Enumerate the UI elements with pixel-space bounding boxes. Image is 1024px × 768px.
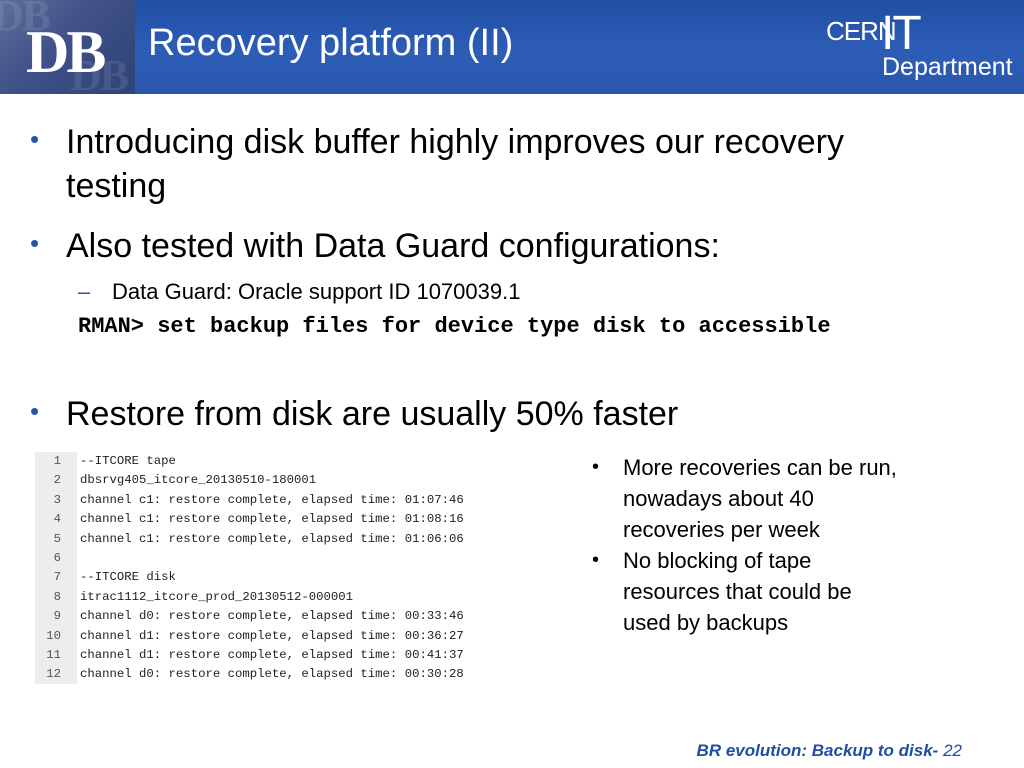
logo-watermark: DB — [70, 51, 129, 94]
rman-command: RMAN> set backup files for device type d… — [78, 314, 831, 339]
slide-title: Recovery platform (II) — [148, 22, 514, 64]
line-number: 6 — [53, 551, 61, 565]
bullet-restore-faster: Restore from disk are usually 50% faster — [66, 395, 679, 433]
it-logo-text: IT — [881, 7, 922, 60]
footer-text: BR evolution: Backup to disk- — [696, 741, 939, 760]
page-number: 22 — [943, 741, 962, 760]
bullet-marker: • — [592, 456, 600, 478]
db-logo-text: DB — [26, 19, 106, 85]
code-text: channel d0: restore complete, elapsed ti… — [80, 667, 464, 682]
bullet-disk-buffer: Introducing disk buffer highly improves … — [66, 120, 844, 208]
line-number: 7 — [53, 570, 61, 585]
slide-footer: BR evolution: Backup to disk- 22 — [640, 740, 962, 762]
code-text: channel c1: restore complete, elapsed ti… — [80, 512, 464, 527]
line-number: 5 — [53, 531, 61, 546]
cern-it-logo: CERN IT Department — [826, 8, 1020, 88]
code-text: channel c1: restore complete, elapsed ti… — [80, 531, 464, 546]
code-text: itrac1112_itcore_prod_20130512-000001 — [80, 589, 354, 604]
right-bullet-line: More recoveries can be run, — [623, 455, 897, 480]
code-line: 10 channel d1: restore complete, elapsed … — [35, 627, 555, 646]
code-line: 11 channel d1: restore complete, elapsed … — [35, 646, 555, 665]
line-number: 3 — [53, 492, 61, 507]
code-line: 3 channel c1: restore complete, elapsed t… — [35, 491, 555, 510]
bullet-marker: • — [592, 549, 600, 571]
code-line: 2 dbsrvg405_itcore_20130510-180001 — [35, 471, 555, 490]
bullet-marker: • — [30, 228, 40, 258]
right-bullet-line: resources that could be — [623, 579, 852, 604]
bullet-line: Introducing disk buffer highly improves … — [66, 123, 844, 161]
line-number: 10 — [46, 628, 61, 643]
line-number: 12 — [46, 667, 61, 682]
bullet-marker: • — [30, 124, 40, 154]
code-text: channel c1: restore complete, elapsed ti… — [80, 492, 464, 507]
right-bullet-line: used by backups — [623, 610, 789, 635]
right-bullet-line: No blocking of tape — [623, 548, 812, 573]
line-number: 8 — [53, 589, 61, 604]
line-number-gutter — [35, 452, 77, 684]
db-logo: DB DB DB — [0, 0, 135, 94]
right-bullet-line: recoveries per week — [623, 517, 820, 542]
cern-logo-text: CERN — [826, 16, 897, 46]
bullet-marker: • — [30, 396, 40, 426]
code-text: dbsrvg405_itcore_20130510-180001 — [80, 473, 317, 488]
code-line: 4 channel c1: restore complete, elapsed t… — [35, 510, 555, 529]
bullet-data-guard: Also tested with Data Guard configuratio… — [66, 227, 720, 265]
header-bar: DB DB DB Recovery platform (II) CERN IT … — [0, 0, 1024, 94]
sub-bullet-support-id: Data Guard: Oracle support ID 1070039.1 — [112, 279, 521, 304]
line-number: 9 — [53, 609, 61, 624]
code-line: 1 --ITCORE tape — [35, 452, 555, 471]
code-text: --ITCORE tape — [80, 454, 176, 468]
line-number: 2 — [53, 473, 61, 488]
line-number: 1 — [53, 454, 61, 468]
line-number: 11 — [46, 648, 61, 662]
sub-bullet-marker: – — [78, 279, 91, 304]
code-text: channel d1: restore complete, elapsed ti… — [80, 628, 464, 643]
code-listing: 1 --ITCORE tape 2 dbsrvg405_itcore_20130510… — [35, 452, 555, 684]
logo-watermark: DB — [0, 0, 51, 40]
code-line: 5 channel c1: restore complete, elapsed t… — [35, 530, 555, 549]
code-line: 8 itrac1112_itcore_prod_20130512-000001 — [35, 588, 555, 607]
code-text: channel d0: restore complete, elapsed ti… — [80, 609, 464, 624]
code-line: 12 channel d0: restore complete, elapsed … — [35, 665, 555, 684]
line-number: 4 — [53, 512, 61, 527]
code-text: --ITCORE disk — [80, 570, 176, 585]
code-line: 9 channel d0: restore complete, elapsed t… — [35, 607, 555, 626]
right-bullet-line: nowadays about 40 — [623, 486, 814, 511]
code-line: 7 --ITCORE disk — [35, 568, 555, 587]
code-line: 6 — [35, 549, 555, 568]
code-text: channel d1: restore complete, elapsed ti… — [80, 648, 464, 662]
bullet-line: testing — [66, 167, 167, 205]
department-logo-text: Department — [882, 53, 1013, 81]
